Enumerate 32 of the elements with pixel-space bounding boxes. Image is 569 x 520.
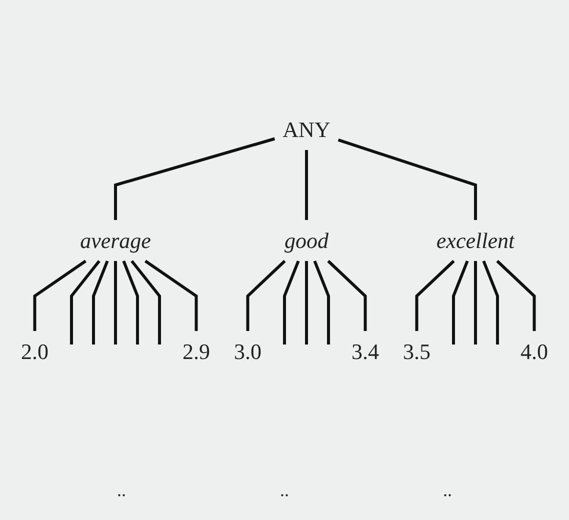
branch-line xyxy=(452,260,469,344)
ellipsis-label: .. xyxy=(443,480,452,501)
branch-line xyxy=(305,260,308,344)
branch-line xyxy=(474,260,477,344)
branch-line xyxy=(114,260,117,344)
node-label: 3.0 xyxy=(234,338,262,364)
node-label: 3.4 xyxy=(352,338,379,364)
branch-line xyxy=(338,138,477,220)
category-label: average xyxy=(80,228,151,252)
branch-line xyxy=(246,259,286,330)
category-label: good xyxy=(284,228,328,252)
branch-line xyxy=(130,260,161,344)
node-label: 4.0 xyxy=(520,338,548,364)
branch-line xyxy=(415,259,455,330)
node-label: 3.5 xyxy=(403,338,430,364)
branch-line xyxy=(114,136,276,220)
node-label: 2.0 xyxy=(21,338,48,364)
branch-line xyxy=(122,260,139,344)
branch-line xyxy=(313,260,330,344)
branch-line xyxy=(327,259,367,330)
branch-line xyxy=(283,260,300,344)
branch-line xyxy=(144,259,198,330)
branch-line xyxy=(482,260,499,344)
branch-line xyxy=(305,150,308,220)
branch-line xyxy=(33,259,87,330)
ellipsis-label: .. xyxy=(117,480,126,501)
node-label: 2.9 xyxy=(182,338,210,364)
branch-line xyxy=(92,260,109,344)
ellipsis-label: .. xyxy=(280,480,289,501)
node-label: ANY xyxy=(282,116,330,142)
branch-line xyxy=(496,259,536,330)
branch-line xyxy=(70,260,100,344)
